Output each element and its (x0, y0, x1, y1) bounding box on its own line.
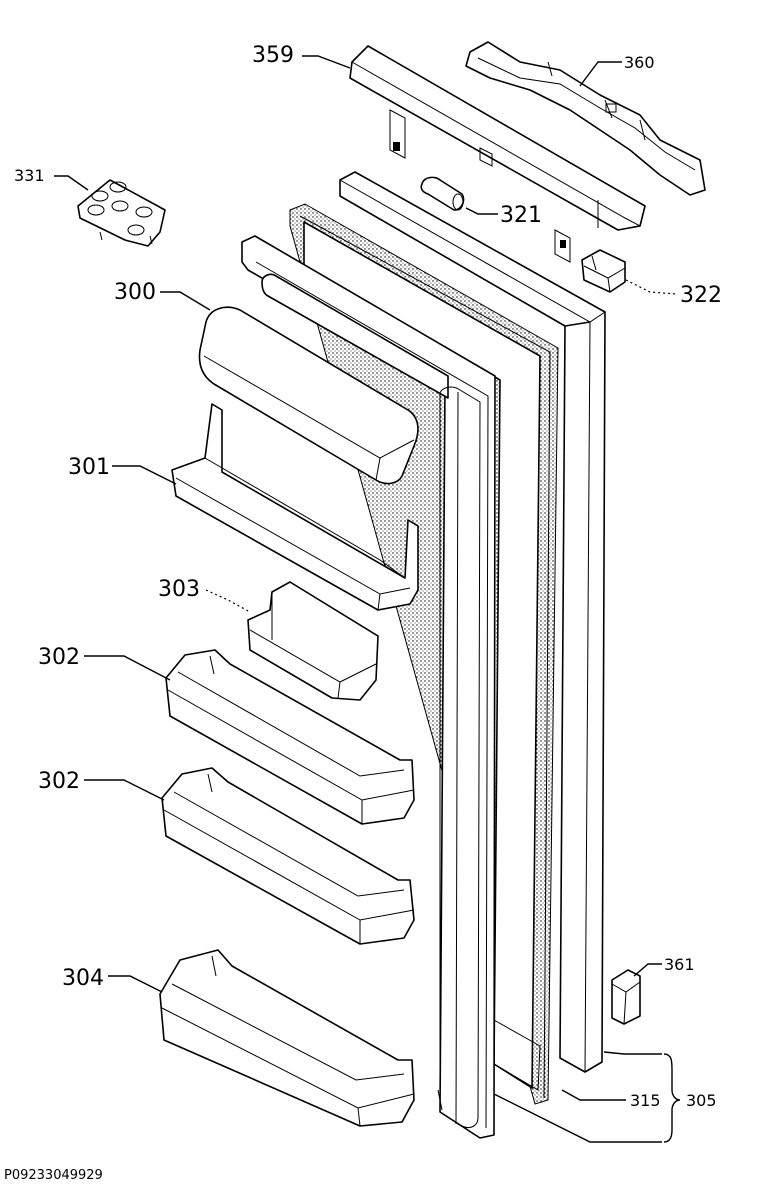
part-361-cap (611, 969, 641, 1025)
label-361: 361 (664, 955, 695, 974)
part-360-hinge-bracket (465, 41, 706, 196)
label-315: 315 (630, 1091, 661, 1110)
label-302-b: 302 (38, 769, 80, 794)
label-305: 305 (686, 1091, 717, 1110)
label-300: 300 (114, 280, 156, 305)
part-359-top-cover (349, 45, 646, 263)
part-302-door-bin-b (161, 767, 415, 945)
label-303: 303 (158, 577, 200, 602)
label-331: 331 (14, 166, 45, 185)
label-302-a: 302 (38, 645, 80, 670)
part-labels: 359 360 331 321 322 300 301 303 302 302 … (14, 43, 722, 1110)
label-304: 304 (62, 966, 104, 991)
drawing-code: P09233049929 (4, 1168, 103, 1183)
part-303-small-compartment (247, 581, 379, 701)
door-inner-liner (241, 235, 541, 1139)
part-331-egg-tray (77, 179, 166, 247)
part-321-cylinder (420, 176, 465, 211)
label-359: 359 (252, 43, 294, 68)
label-301: 301 (68, 455, 110, 480)
label-322: 322 (680, 283, 722, 308)
leader-lines (54, 55, 681, 1143)
part-322-clip (581, 249, 626, 293)
label-321: 321 (500, 203, 542, 228)
label-360: 360 (624, 53, 655, 72)
part-300-dairy-compartment (198, 306, 419, 485)
part-301-upper-shelf (171, 403, 419, 611)
part-304-bottom-bin (159, 949, 415, 1127)
part-305-door-panel (339, 171, 606, 1073)
part-302-door-bin-a (165, 649, 415, 825)
